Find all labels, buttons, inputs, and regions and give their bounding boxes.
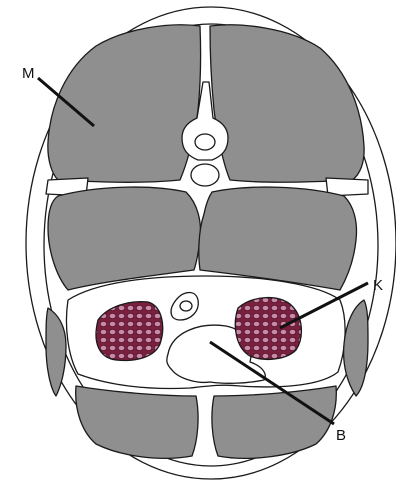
vertebral-body (191, 164, 219, 186)
label-kidney: K (373, 277, 383, 294)
muscle-block-ventral-left (76, 386, 198, 458)
neural-canal (195, 134, 215, 150)
muscle-block-dorsal-left (48, 25, 201, 182)
label-bladder: B (336, 427, 346, 444)
muscle-block-ventral-right (212, 386, 336, 458)
label-muscle: M (22, 65, 35, 82)
gut-lumen (180, 301, 192, 311)
muscle-block-dorsal-right (210, 25, 364, 182)
kidney-right (235, 298, 301, 360)
